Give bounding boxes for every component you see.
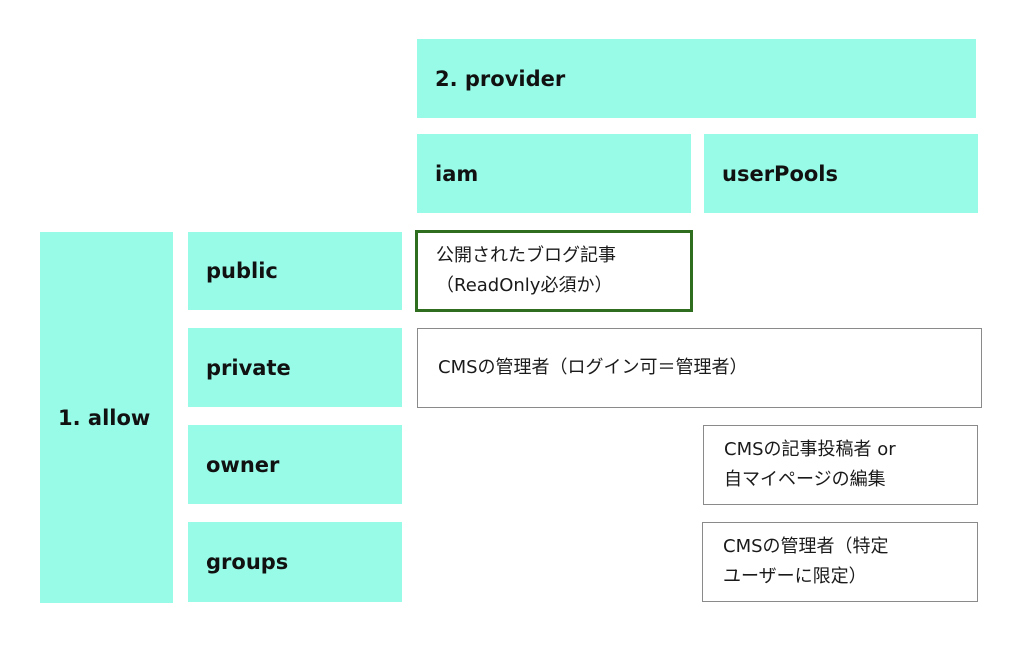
provider-column-userpools: userPools: [704, 134, 978, 213]
note-owner-userpools-line-2: 自マイページの編集: [724, 469, 886, 490]
allow-header-label: 1. allow: [58, 405, 151, 430]
allow-row-groups: groups: [188, 522, 402, 602]
allow-header: 1. allow: [40, 232, 173, 603]
provider-column-userpools-label: userPools: [722, 161, 838, 186]
note-groups-userpools: CMSの管理者（特定 ユーザーに限定）: [702, 522, 978, 602]
provider-column-iam-label: iam: [435, 161, 479, 186]
note-private-line-1: CMSの管理者（ログイン可＝管理者）: [438, 357, 748, 378]
allow-row-owner-label: owner: [206, 452, 280, 477]
provider-column-iam: iam: [417, 134, 691, 213]
allow-row-private-label: private: [206, 355, 291, 380]
note-owner-userpools: CMSの記事投稿者 or 自マイページの編集: [703, 425, 978, 505]
note-public-iam-line-1: 公開されたブログ記事: [436, 245, 616, 266]
provider-header-label: 2. provider: [435, 66, 566, 91]
allow-row-public-label: public: [206, 259, 278, 283]
note-private: CMSの管理者（ログイン可＝管理者）: [417, 328, 982, 408]
note-groups-userpools-line-1: CMSの管理者（特定: [723, 536, 889, 557]
allow-row-public: public: [188, 232, 402, 310]
note-public-iam: 公開されたブログ記事 （ReadOnly必須か）: [415, 230, 693, 312]
note-groups-userpools-line-2: ユーザーに限定）: [723, 566, 867, 587]
provider-header: 2. provider: [417, 39, 976, 118]
allow-row-groups-label: groups: [206, 550, 289, 574]
allow-row-owner: owner: [188, 425, 402, 504]
note-owner-userpools-line-1: CMSの記事投稿者 or: [724, 439, 896, 460]
allow-row-private: private: [188, 328, 402, 407]
note-public-iam-line-2: （ReadOnly必須か）: [436, 275, 613, 296]
